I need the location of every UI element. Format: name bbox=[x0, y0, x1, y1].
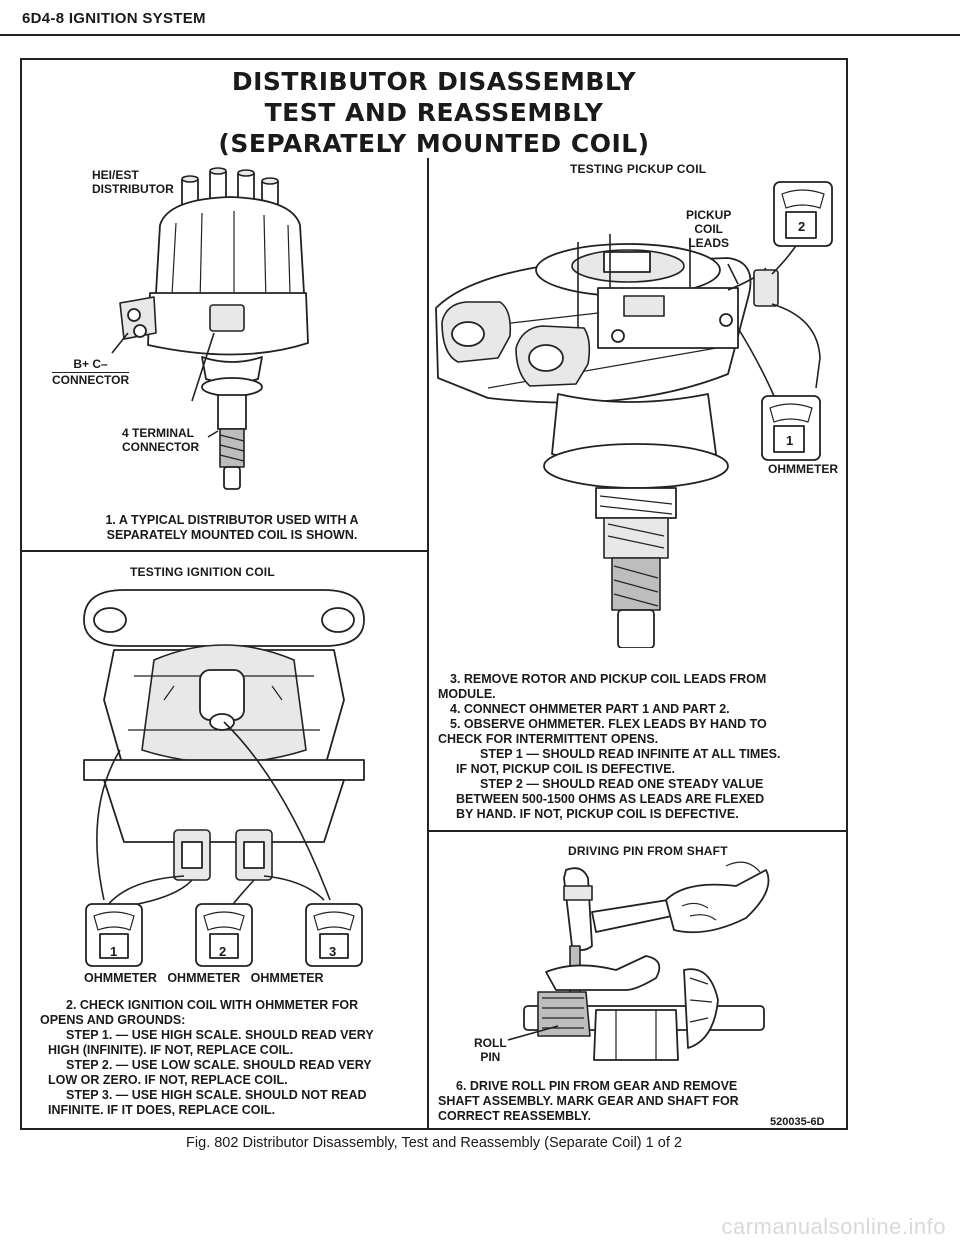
meter-bottom-number: 1 bbox=[786, 433, 794, 448]
bc-connector-label: B+ C– CONNECTOR bbox=[52, 357, 130, 387]
panel2-caption: 3. REMOVE ROTOR AND PICKUP COIL LEADS FR… bbox=[438, 672, 781, 821]
pickup-coil-leads-label: PICKUP COIL LEADS bbox=[686, 208, 732, 250]
header-rule bbox=[0, 34, 960, 36]
four-terminal-connector-label: 4 TERMINAL CONNECTOR bbox=[122, 426, 200, 454]
figure-frame bbox=[20, 58, 848, 1130]
coil-ohmmeter-labels: OHMMETER OHMMETER OHMMETER bbox=[84, 971, 324, 985]
hei-est-label: HEI/EST DISTRIBUTOR bbox=[92, 168, 174, 196]
section-header: 6D4-8 IGNITION SYSTEM bbox=[22, 10, 206, 27]
ohmmeter-3-icon bbox=[305, 903, 363, 967]
roll-pin-illustration bbox=[507, 861, 770, 1061]
main-title: DISTRIBUTOR DISASSEMBLY TEST AND REASSEM… bbox=[20, 66, 848, 159]
distributor-illustration bbox=[111, 167, 309, 490]
panel3-title: TESTING IGNITION COIL bbox=[130, 565, 275, 579]
panel4-caption: 6. DRIVE ROLL PIN FROM GEAR AND REMOVE S… bbox=[438, 1079, 739, 1123]
coil-meter-2-number: 2 bbox=[219, 944, 227, 959]
pickup-ohmmeter-label: OHMMETER bbox=[768, 462, 838, 476]
divider-panel1-panel3 bbox=[20, 550, 428, 552]
meter-top-number: 2 bbox=[798, 219, 806, 234]
main-title-line-3: (SEPARATELY MOUNTED COIL) bbox=[218, 129, 650, 158]
main-title-line-2: TEST AND REASSEMBLY bbox=[264, 98, 604, 127]
coil-meter-3-number: 3 bbox=[329, 944, 337, 959]
part-number: 520035-6D bbox=[770, 1116, 825, 1128]
pickup-coil-illustration bbox=[435, 181, 833, 648]
ohmmeter-2-icon bbox=[195, 903, 253, 967]
main-title-line-1: DISTRIBUTOR DISASSEMBLY bbox=[231, 67, 637, 96]
coil-meter-1-number: 1 bbox=[110, 944, 118, 959]
vertical-divider bbox=[427, 158, 429, 1130]
ohmmeter-1-icon bbox=[85, 903, 143, 967]
panel2-title: TESTING PICKUP COIL bbox=[570, 162, 707, 176]
roll-pin-label: ROLL PIN bbox=[474, 1036, 507, 1064]
figure-caption: Fig. 802 Distributor Disassembly, Test a… bbox=[186, 1135, 682, 1151]
ignition-coil-illustration bbox=[83, 589, 365, 967]
watermark: carmanualsonline.info bbox=[721, 1214, 946, 1239]
panel4-title: DRIVING PIN FROM SHAFT bbox=[568, 844, 728, 858]
panel3-caption: 2. CHECK IGNITION COIL WITH OHMMETER FOR… bbox=[40, 998, 374, 1117]
panel1-caption: 1. A TYPICAL DISTRIBUTOR USED WITH A SEP… bbox=[105, 513, 359, 542]
divider-panel2-panel4 bbox=[427, 830, 848, 832]
